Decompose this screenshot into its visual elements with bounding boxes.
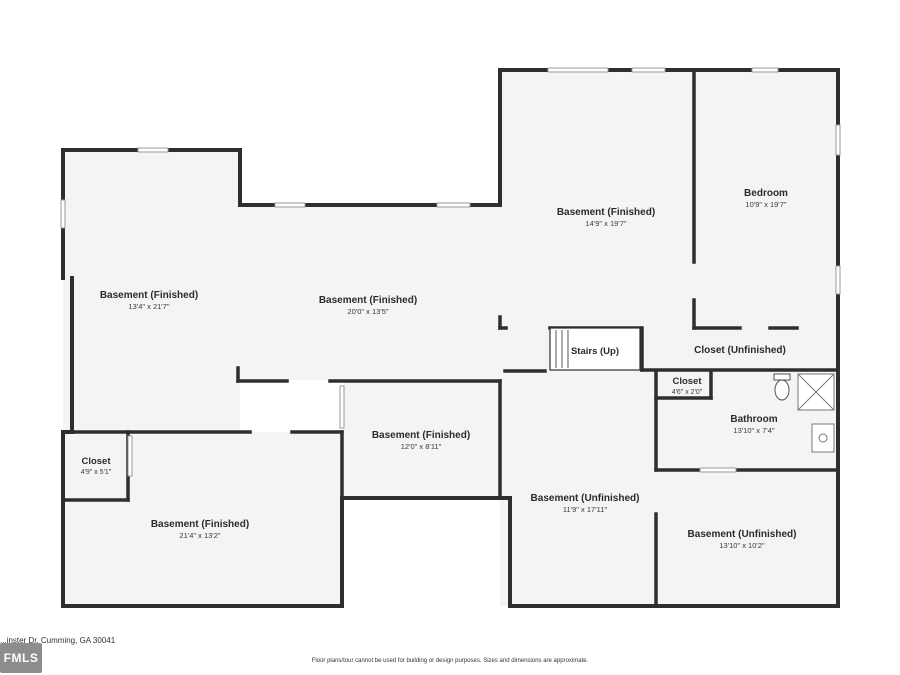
room-basement-left: Basement (Finished) 13'4" x 21'7"	[100, 290, 198, 311]
svg-text:11'9" x 17'11": 11'9" x 17'11"	[563, 505, 608, 514]
room-basement-top-right: Basement (Finished) 14'9" x 19'7"	[557, 207, 655, 228]
svg-text:Stairs (Up): Stairs (Up)	[571, 346, 619, 357]
svg-text:14'9" x 19'7": 14'9" x 19'7"	[585, 219, 626, 228]
room-closet-left: Closet 4'9" x 5'1"	[81, 456, 112, 476]
svg-text:Bathroom: Bathroom	[730, 414, 777, 425]
svg-text:4'9" x 5'1": 4'9" x 5'1"	[81, 469, 112, 476]
svg-text:20'0" x 13'5": 20'0" x 13'5"	[347, 307, 388, 316]
room-basement-unfinished-2: Basement (Unfinished) 13'10" x 10'2"	[688, 529, 797, 550]
svg-text:Basement (Unfinished): Basement (Unfinished)	[531, 493, 640, 504]
windows	[60, 67, 841, 477]
room-stairs: Stairs (Up)	[571, 346, 619, 357]
room-basement-unfinished-1: Basement (Unfinished) 11'9" x 17'11"	[531, 493, 640, 514]
svg-text:10'9" x 19'7": 10'9" x 19'7"	[745, 200, 786, 209]
svg-text:Bedroom: Bedroom	[744, 188, 788, 199]
room-closet-small: Closet 4'6" x 2'0"	[672, 376, 703, 396]
svg-text:Basement (Finished): Basement (Finished)	[151, 519, 249, 530]
disclaimer-text: Floor plans/tour cannot be used for buil…	[311, 658, 589, 664]
svg-text:13'10" x 10'2": 13'10" x 10'2"	[719, 541, 765, 550]
room-basement-middle: Basement (Finished) 12'0" x 8'11"	[372, 430, 470, 451]
toilet-icon	[773, 373, 791, 401]
logo-text: FMLS	[3, 651, 39, 665]
svg-text:Closet: Closet	[672, 376, 702, 387]
svg-text:Closet: Closet	[81, 456, 111, 467]
svg-text:Basement (Finished): Basement (Finished)	[319, 295, 417, 306]
svg-text:Basement (Finished): Basement (Finished)	[100, 290, 198, 301]
room-closet-unfinished: Closet (Unfinished)	[694, 345, 786, 356]
svg-text:Closet (Unfinished): Closet (Unfinished)	[694, 345, 786, 356]
room-bathroom: Bathroom 13'10" x 7'4"	[730, 414, 777, 435]
room-bedroom: Bedroom 10'9" x 19'7"	[744, 188, 788, 209]
sink-icon	[811, 423, 835, 453]
svg-text:13'4" x 21'7": 13'4" x 21'7"	[128, 302, 169, 311]
room-basement-center: Basement (Finished) 20'0" x 13'5"	[319, 295, 417, 316]
svg-text:21'4" x 13'2": 21'4" x 13'2"	[179, 531, 220, 540]
floor-area	[63, 70, 838, 606]
svg-text:Basement (Finished): Basement (Finished)	[372, 430, 470, 441]
shower-icon	[797, 373, 835, 411]
fmls-logo: FMLS	[0, 643, 42, 673]
room-basement-bottom-left: Basement (Finished) 21'4" x 13'2"	[151, 519, 249, 540]
stairs-graphic	[549, 327, 641, 371]
property-address: ...inster Dr, Cumming, GA 30041	[0, 636, 116, 645]
svg-text:Basement (Unfinished): Basement (Unfinished)	[688, 529, 797, 540]
svg-text:Basement (Finished): Basement (Finished)	[557, 207, 655, 218]
svg-text:13'10" x 7'4": 13'10" x 7'4"	[733, 426, 774, 435]
svg-text:12'0" x 8'11": 12'0" x 8'11"	[401, 442, 442, 451]
svg-text:4'6" x 2'0": 4'6" x 2'0"	[672, 389, 703, 396]
